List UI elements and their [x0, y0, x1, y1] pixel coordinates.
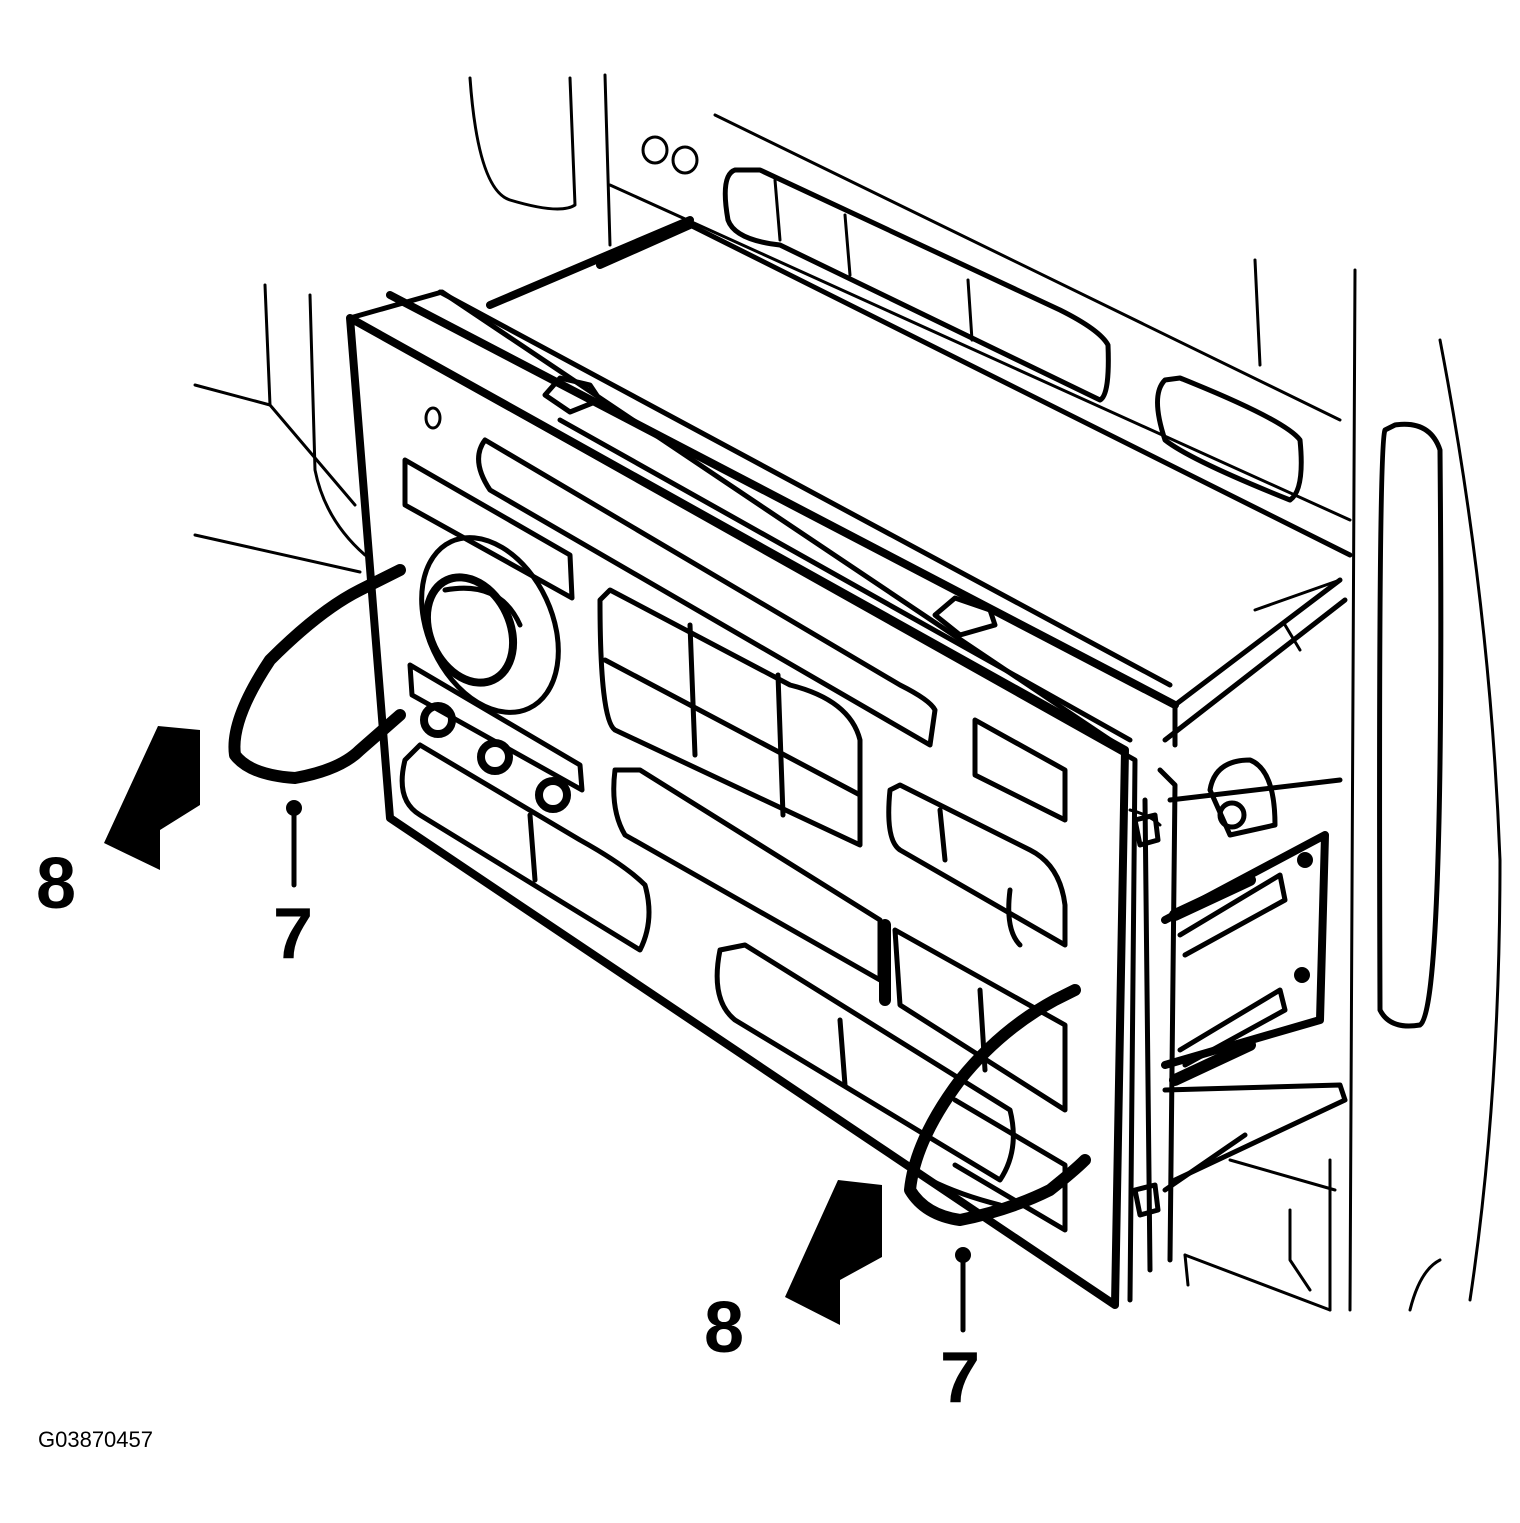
- radio-faceplate: [346, 289, 1138, 1309]
- right-tool-callout: 7: [940, 1338, 980, 1418]
- right-tool-leader: [955, 1247, 971, 1333]
- removal-tool-left: [228, 564, 406, 784]
- right-pull-arrow: [785, 1180, 882, 1325]
- figure-id: G03870457: [38, 1427, 153, 1452]
- left-tool-callout: 7: [273, 894, 313, 974]
- left-pull-arrow: [104, 726, 200, 870]
- left-arrow-callout: 8: [36, 844, 76, 924]
- radio-chassis: [386, 216, 1353, 1273]
- left-tool-leader: [286, 800, 302, 888]
- right-arrow-callout: 8: [704, 1288, 744, 1368]
- removal-tool-right: [904, 984, 1091, 1226]
- dash-background: [193, 73, 1502, 1312]
